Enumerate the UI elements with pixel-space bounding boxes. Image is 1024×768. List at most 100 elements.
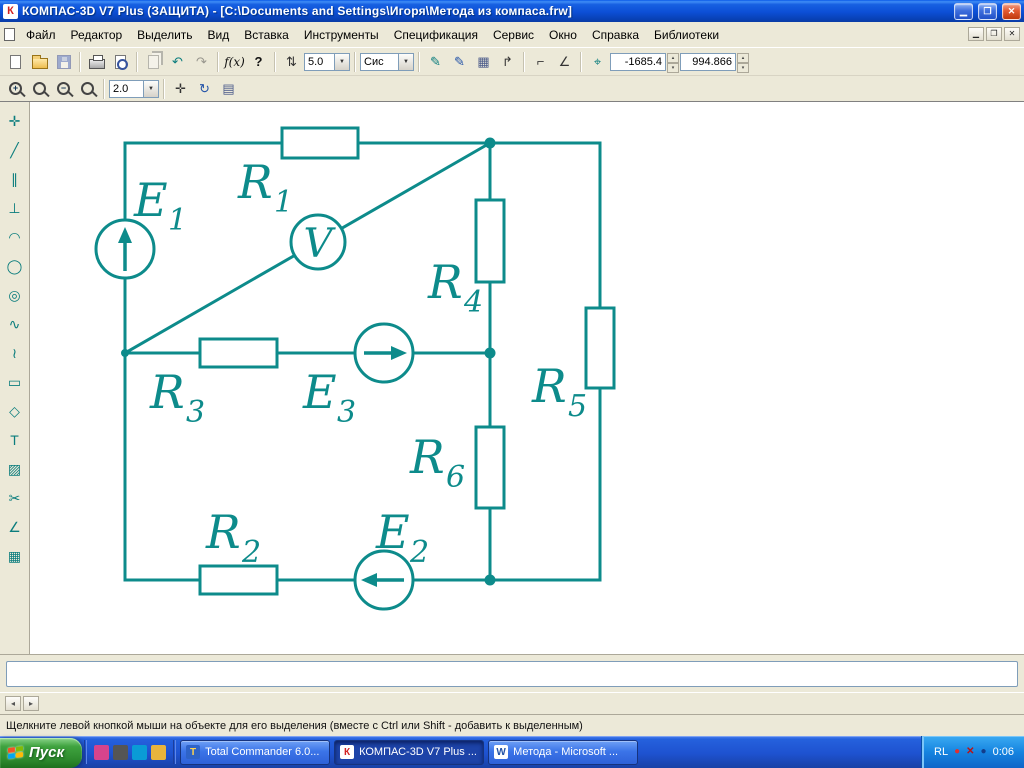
label-R1[interactable]: R xyxy=(237,155,273,209)
menu-view[interactable]: Вид xyxy=(201,24,237,46)
taskbar-task-total-commander[interactable]: T Total Commander 6.0... xyxy=(180,740,330,765)
volume-muted-icon[interactable]: ✕ xyxy=(966,747,974,757)
label-R4-sub[interactable]: 4 xyxy=(463,285,483,320)
context-help-button[interactable]: ? xyxy=(247,51,270,73)
zoom-out-button[interactable]: − xyxy=(52,78,75,100)
coordinate-y-field[interactable]: 994.866 xyxy=(680,53,736,71)
label-R2-sub[interactable]: 2 xyxy=(241,535,261,570)
corner-snap-button[interactable]: ⌐ xyxy=(529,51,552,73)
menu-help[interactable]: Справка xyxy=(585,24,646,46)
label-R2[interactable]: R xyxy=(205,505,241,559)
variables-button[interactable]: f(x) xyxy=(223,51,246,73)
angle-dimension-tool-button[interactable]: ∠ xyxy=(3,514,27,539)
minimize-button[interactable]: ▁ xyxy=(954,3,973,20)
spin-down-icon[interactable]: ▾ xyxy=(737,63,749,73)
coordinate-x-field[interactable]: -1685.4 xyxy=(610,53,666,71)
resistor-R1[interactable] xyxy=(282,128,358,158)
resistor-R6[interactable] xyxy=(476,427,504,508)
spin-up-icon[interactable]: ▴ xyxy=(667,53,679,63)
pointer-tool-button[interactable]: ✛ xyxy=(3,108,27,133)
drawing-canvas[interactable]: E 1 R 1 V R 4 R 3 E 3 R 5 R 6 R 2 E 2 xyxy=(30,102,1024,654)
label-R5[interactable]: R xyxy=(531,359,567,413)
mdi-minimize-button[interactable]: ▁ xyxy=(968,27,984,41)
open-button[interactable] xyxy=(28,51,51,73)
polygon-tool-button[interactable]: ◇ xyxy=(3,398,27,423)
mdi-restore-button[interactable]: ❐ xyxy=(986,27,1002,41)
refresh-button[interactable]: ↻ xyxy=(193,78,216,100)
menu-insert[interactable]: Вставка xyxy=(237,24,296,46)
node-middle[interactable] xyxy=(485,348,496,359)
mdi-close-button[interactable]: ✕ xyxy=(1004,27,1020,41)
chevron-down-icon[interactable]: ▼ xyxy=(398,54,413,70)
label-E3[interactable]: E xyxy=(302,365,337,419)
arc-tool-button[interactable]: ◠ xyxy=(3,224,27,249)
ortho-mode-button[interactable]: ↱ xyxy=(496,51,519,73)
pencil-button-1[interactable]: ✎ xyxy=(424,51,447,73)
resistor-R5[interactable] xyxy=(586,308,614,388)
layer-combo[interactable]: Сис ▼ xyxy=(360,53,414,71)
label-R6-sub[interactable]: 6 xyxy=(446,460,465,495)
zoom-by-frame-button[interactable] xyxy=(28,78,51,100)
node-top[interactable] xyxy=(485,138,496,149)
scroll-right-button[interactable]: ▸ xyxy=(23,696,39,711)
menu-specification[interactable]: Спецификация xyxy=(387,24,485,46)
print-button[interactable] xyxy=(85,51,108,73)
grid-toggle-button[interactable]: ▦ xyxy=(472,51,495,73)
taskbar-task-kompas[interactable]: К КОМПАС-3D V7 Plus ... xyxy=(334,740,484,765)
quick-launch-icon-2[interactable] xyxy=(113,745,128,760)
circle-by-points-tool-button[interactable]: ◎ xyxy=(3,282,27,307)
rectangle-tool-button[interactable]: ▭ xyxy=(3,369,27,394)
menu-tools[interactable]: Инструменты xyxy=(297,24,386,46)
menu-editor[interactable]: Редактор xyxy=(64,24,130,46)
label-R3-sub[interactable]: 3 xyxy=(186,395,205,430)
quick-launch-icon-4[interactable] xyxy=(151,745,166,760)
label-E2[interactable]: E xyxy=(375,505,410,559)
label-R5-sub[interactable]: 5 xyxy=(568,389,587,424)
scroll-left-button[interactable]: ◂ xyxy=(5,696,21,711)
redo-button[interactable]: ↷ xyxy=(190,51,213,73)
hatch-tool-button[interactable]: ▨ xyxy=(3,456,27,481)
maximize-button[interactable]: ❐ xyxy=(978,3,997,20)
text-tool-button[interactable]: Т xyxy=(3,427,27,452)
app-tray-icon[interactable]: ● xyxy=(954,747,960,757)
print-preview-button[interactable] xyxy=(109,51,132,73)
label-E3-sub[interactable]: 3 xyxy=(337,395,356,430)
coordinate-y-spinner[interactable]: ▴ ▾ xyxy=(737,53,749,71)
zoom-current-button[interactable] xyxy=(76,78,99,100)
angle-snap-button[interactable]: ∠ xyxy=(553,51,576,73)
spline-tool-button[interactable]: ∿ xyxy=(3,311,27,336)
line-tool-button[interactable]: ╱ xyxy=(3,137,27,162)
label-R1-sub[interactable]: 1 xyxy=(274,185,293,220)
step-spinner-button[interactable]: ⇅ xyxy=(280,51,303,73)
network-tray-icon[interactable]: ● xyxy=(981,747,987,757)
spin-up-icon[interactable]: ▴ xyxy=(737,53,749,63)
resistor-R4[interactable] xyxy=(476,200,504,282)
taskbar-task-word[interactable]: W Метода - Microsoft ... xyxy=(488,740,638,765)
language-indicator[interactable]: RL xyxy=(934,746,948,758)
mdi-document-icon[interactable] xyxy=(4,28,15,41)
label-R6[interactable]: R xyxy=(409,430,445,484)
chevron-down-icon[interactable]: ▼ xyxy=(143,81,158,97)
cursor-step-combo[interactable]: 5.0 ▼ xyxy=(304,53,350,71)
menu-service[interactable]: Сервис xyxy=(486,24,541,46)
menu-libraries[interactable]: Библиотеки xyxy=(647,24,726,46)
copy-button[interactable] xyxy=(142,51,165,73)
node-left[interactable] xyxy=(121,349,129,357)
cursor-coordinates-button[interactable]: ⌖ xyxy=(586,51,609,73)
parallel-line-tool-button[interactable]: ∥ xyxy=(3,166,27,191)
undo-button[interactable]: ↶ xyxy=(166,51,189,73)
resistor-R3[interactable] xyxy=(200,339,277,367)
bezier-tool-button[interactable]: ≀ xyxy=(3,340,27,365)
label-V[interactable]: V xyxy=(304,221,337,267)
resistor-R2[interactable] xyxy=(200,566,277,594)
menu-select[interactable]: Выделить xyxy=(130,24,199,46)
label-E1-sub[interactable]: 1 xyxy=(168,203,187,238)
label-R3[interactable]: R xyxy=(149,365,185,419)
new-document-button[interactable] xyxy=(4,51,27,73)
zoom-in-button[interactable]: + xyxy=(4,78,27,100)
circuit-diagram[interactable]: E 1 R 1 V R 4 R 3 E 3 R 5 R 6 R 2 E 2 xyxy=(30,102,1024,654)
label-R4[interactable]: R xyxy=(427,255,463,309)
grid-tool-button[interactable]: ▦ xyxy=(3,543,27,568)
trim-tool-button[interactable]: ✂ xyxy=(3,485,27,510)
menu-window[interactable]: Окно xyxy=(542,24,584,46)
